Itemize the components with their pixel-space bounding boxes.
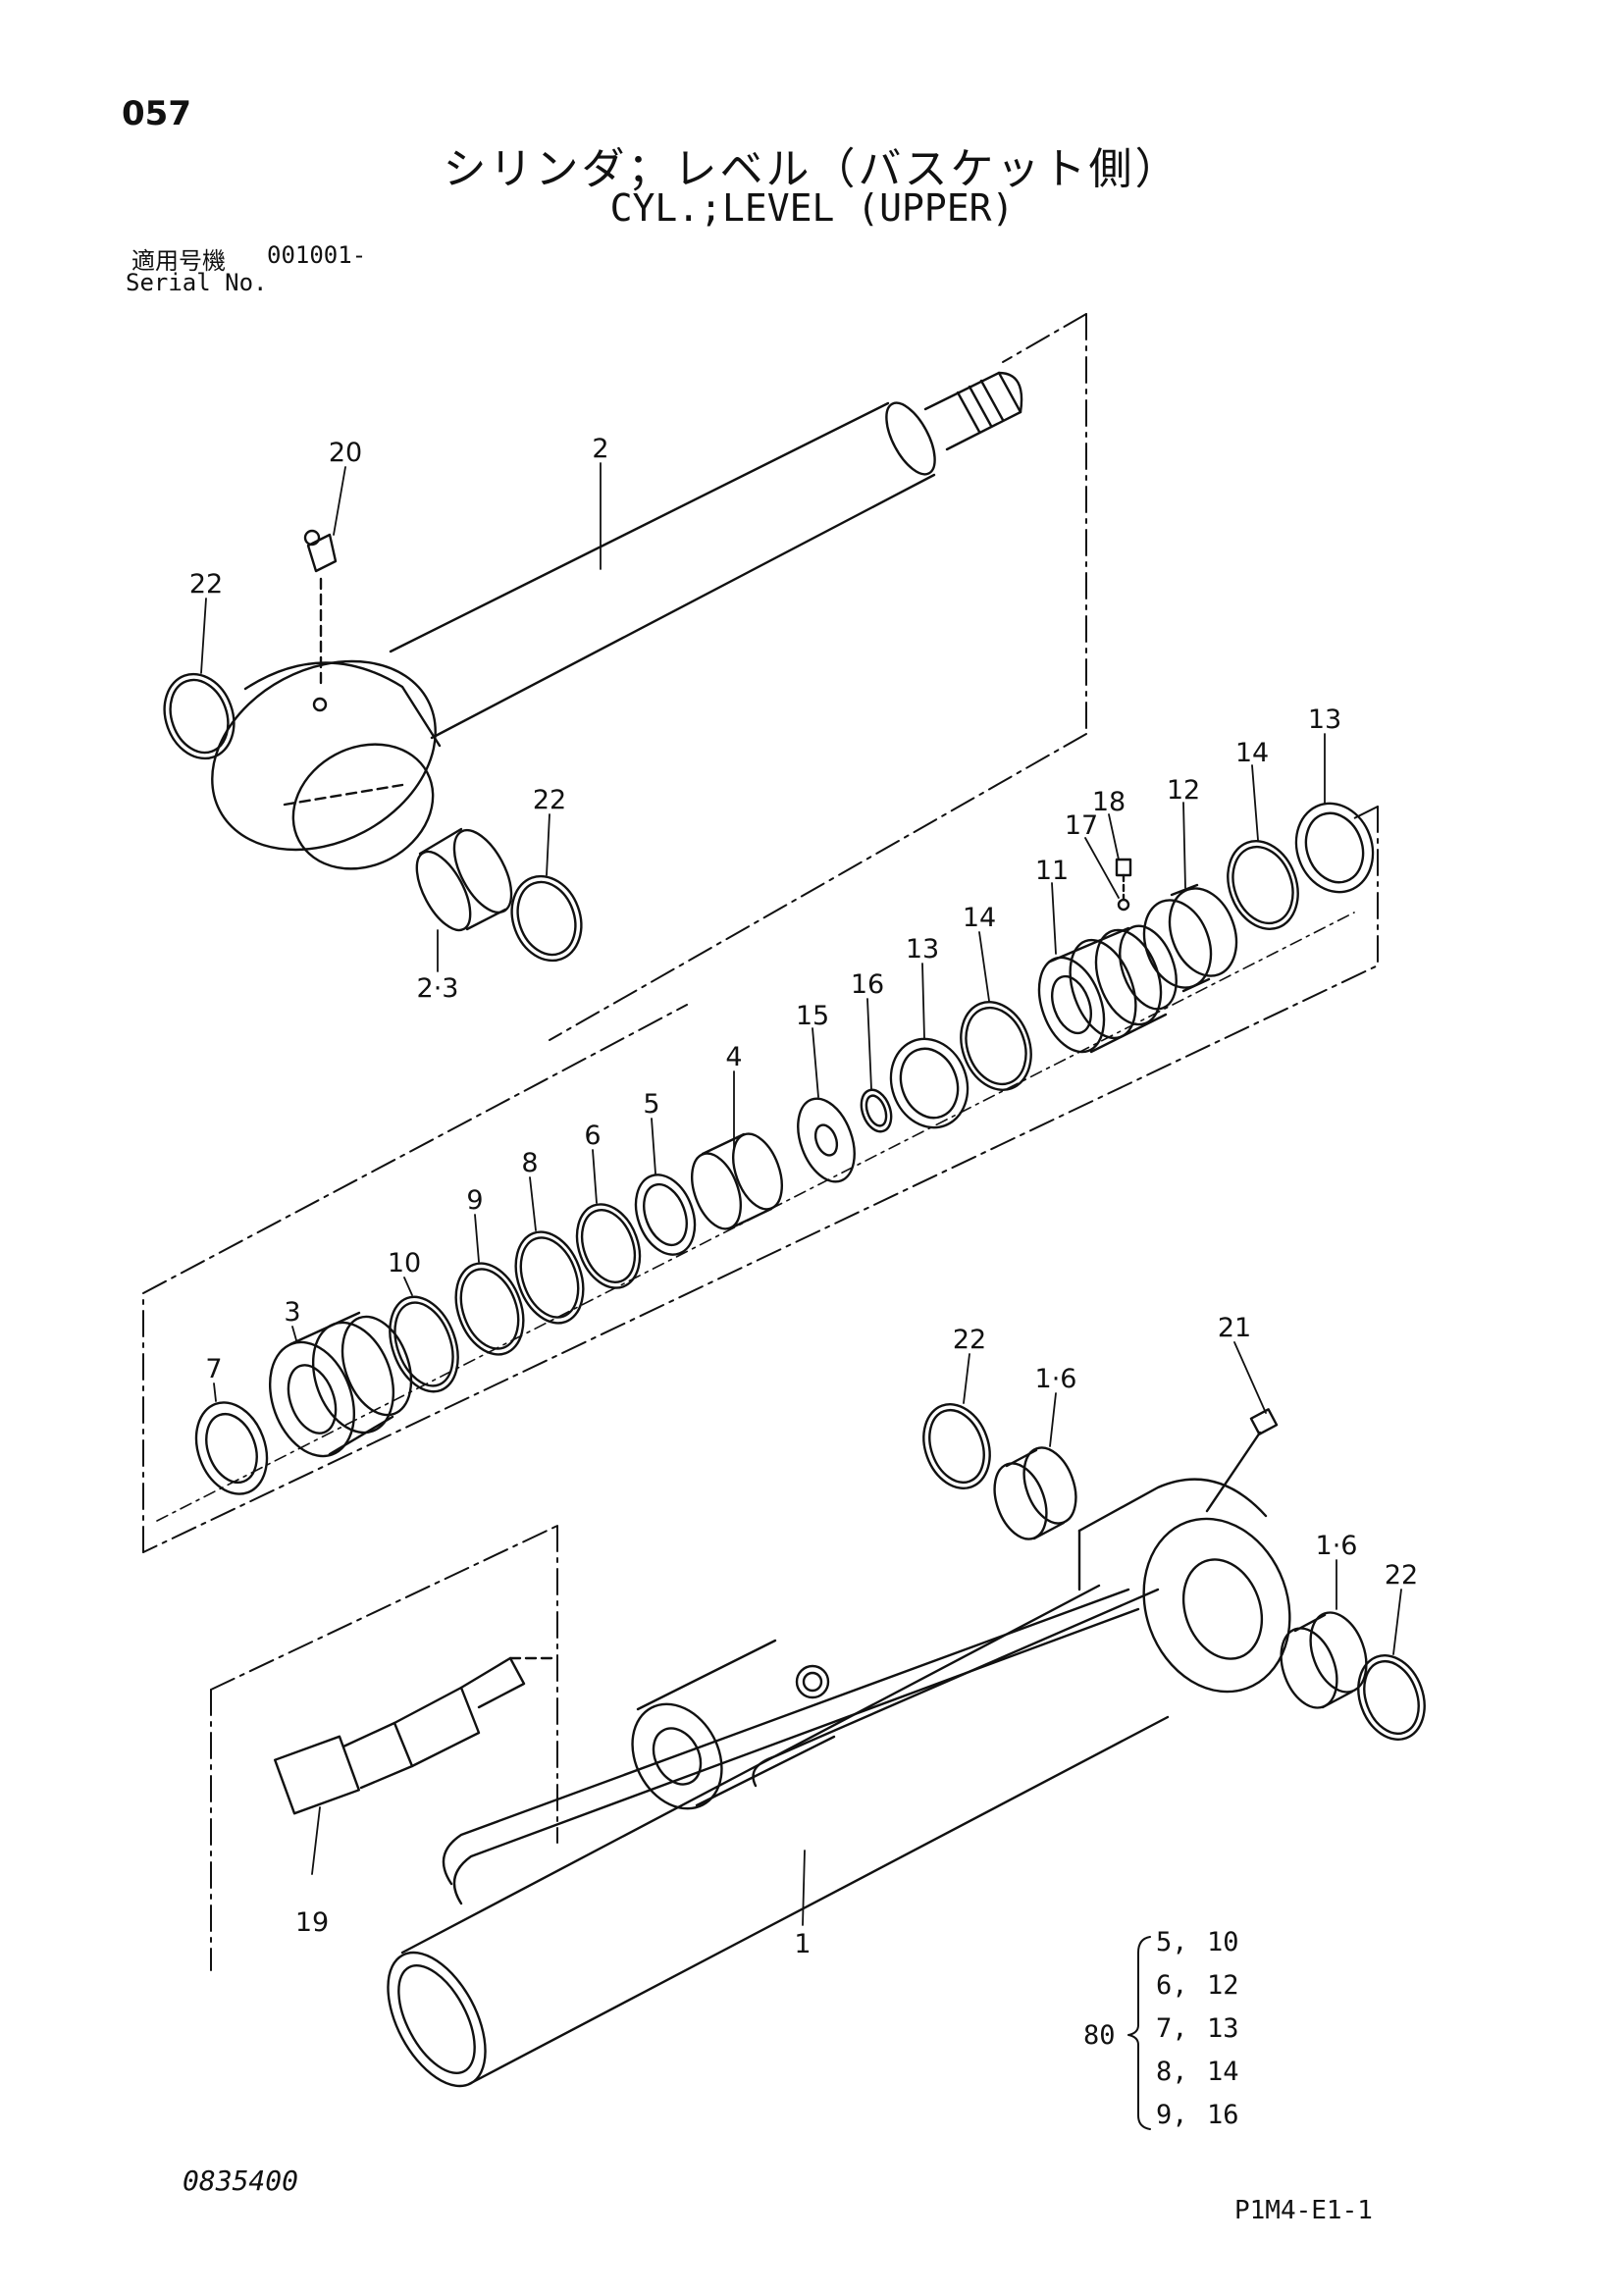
callout-7: 7: [205, 1354, 222, 1384]
seal-kit-row-b: 16: [1207, 2100, 1239, 2130]
seal-kit-row-a: 7,: [1156, 2013, 1188, 2044]
callout-3: 3: [284, 1297, 300, 1328]
callout-labels: 20 2 22 22 2·3 13 14 12 18 17 11 14 13 1…: [189, 434, 1418, 1959]
seal-kit-row-a: 9,: [1156, 2100, 1188, 2130]
callout-15: 15: [796, 1001, 829, 1031]
piston-assembly: [156, 802, 1375, 1522]
callout-2: 2: [592, 434, 608, 464]
callout-9: 9: [466, 1185, 483, 1216]
callout-14: 14: [963, 903, 996, 933]
seal-kit-table: 80 5, 10 6, 12 7, 13 8, 14 9, 16: [1083, 1927, 1239, 2130]
leader-lines: [200, 462, 1402, 1926]
seal-kit-row-b: 12: [1207, 1970, 1239, 2001]
callout-11: 11: [1035, 856, 1069, 886]
callout-20: 20: [329, 438, 362, 468]
seal-kit-label: 80: [1083, 2020, 1116, 2051]
title-english: CYL.;LEVEL (UPPER): [609, 186, 1015, 230]
callout-4: 4: [725, 1042, 742, 1072]
seal-kit-row-a: 8,: [1156, 2057, 1188, 2087]
serial-label-english: Serial No.: [126, 269, 268, 296]
callout-19: 19: [295, 1907, 329, 1938]
seal-kit-row-b: 10: [1207, 1927, 1239, 1957]
seal-kit-row-b: 13: [1207, 2013, 1239, 2044]
callout-13: 13: [1308, 704, 1341, 735]
callout-12: 12: [1167, 775, 1200, 806]
cylinder-tube: [273, 1403, 1426, 2088]
seal-kit-row-a: 5,: [1156, 1927, 1188, 1957]
callout-22: 22: [1385, 1560, 1418, 1591]
callout-8: 8: [521, 1148, 538, 1178]
serial-range: 001001-: [267, 241, 367, 269]
frame-tube-group: [210, 1525, 558, 1971]
title-japanese: シリンダ；レベル（バスケット側）: [443, 144, 1181, 194]
callout-2-3: 2·3: [417, 973, 459, 1004]
frame-piston-group: [142, 806, 1379, 1553]
seal-kit-row-b: 14: [1207, 2057, 1239, 2087]
callout-22: 22: [953, 1325, 986, 1355]
serial-label-japanese: 適用号機: [131, 247, 226, 275]
callout-5: 5: [643, 1089, 659, 1120]
callout-1: 1: [794, 1929, 811, 1959]
page-number: 057: [122, 94, 191, 133]
frame-rod-group: [549, 313, 1087, 1041]
piston-rod: [163, 371, 1023, 963]
callout-18: 18: [1092, 787, 1126, 817]
callout-10: 10: [388, 1248, 421, 1278]
callout-1-6: 1·6: [1035, 1364, 1077, 1394]
callout-6: 6: [584, 1121, 601, 1151]
callout-21: 21: [1218, 1313, 1251, 1343]
callout-1-6: 1·6: [1316, 1531, 1358, 1561]
seal-kit-row-a: 6,: [1156, 1970, 1188, 2001]
sheet-id: P1M4-E1-1: [1234, 2196, 1373, 2225]
callout-13: 13: [906, 934, 939, 965]
document-number: 0835400: [183, 2165, 299, 2197]
callout-17: 17: [1065, 810, 1098, 841]
callout-22: 22: [189, 569, 223, 600]
seal-kit-brace: [1127, 1936, 1151, 2130]
callout-16: 16: [851, 969, 884, 1000]
callout-14: 14: [1235, 738, 1269, 768]
callout-22: 22: [533, 785, 566, 815]
